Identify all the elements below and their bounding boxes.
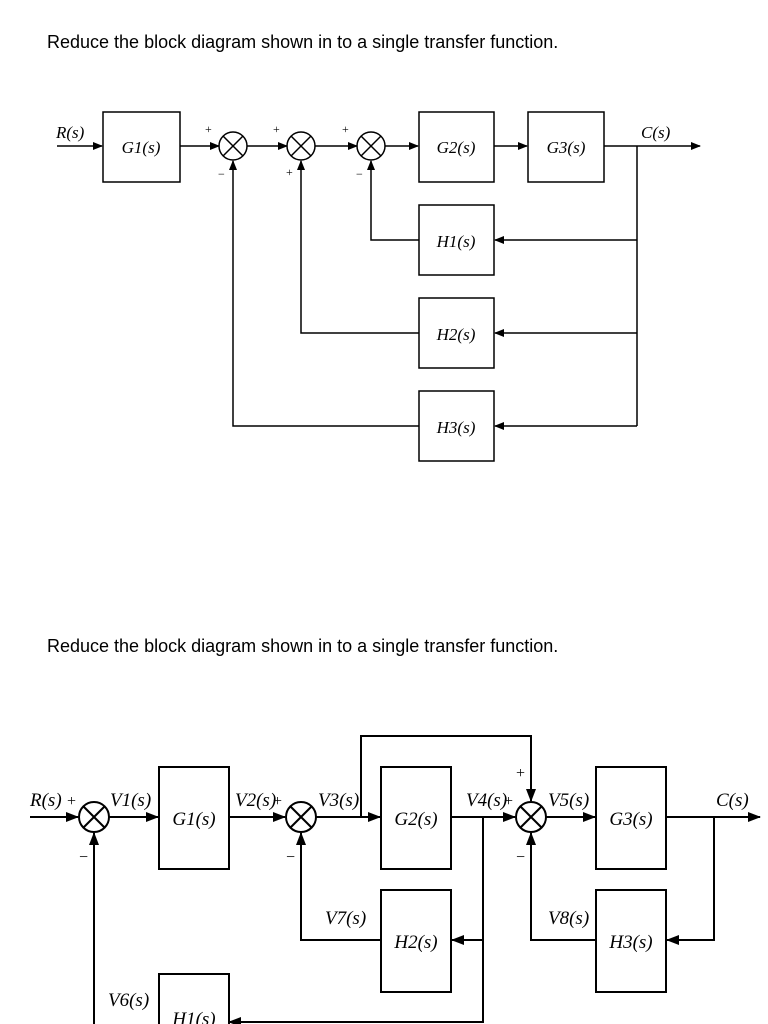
- d2-v6-label: V6(s): [108, 990, 149, 1011]
- d1-sum2-sign-in: +: [273, 122, 280, 136]
- d2-sum3-sign-ff: +: [516, 765, 525, 782]
- d1-h1-label: H1(s): [436, 232, 476, 251]
- d2-h2-label: H2(s): [393, 932, 437, 953]
- d2-v5-label: V5(s): [548, 790, 589, 811]
- d1-h2-label: H2(s): [436, 325, 476, 344]
- d2-h1-label: H1(s): [171, 1009, 215, 1024]
- d1-g2-label: G2(s): [437, 138, 476, 157]
- problem-2-prompt: Reduce the block diagram shown in to a s…: [47, 636, 559, 656]
- d2-v8-label: V8(s): [548, 908, 589, 929]
- d2-sum1-sign-fb: −: [79, 849, 88, 866]
- d1-input-label: R(s): [55, 123, 85, 142]
- d1-sum2-sign-fb: +: [286, 165, 293, 179]
- d1-h3-label: H3(s): [436, 418, 476, 437]
- d1-output-label: C(s): [641, 123, 671, 142]
- d2-v3-label: V3(s): [318, 790, 359, 811]
- d1-sum3-sign-in: +: [342, 122, 349, 136]
- d2-g2-label: G2(s): [394, 809, 437, 830]
- d1-block-g3: [527, 111, 605, 183]
- d2-g3-label: G3(s): [609, 809, 652, 830]
- problem-1-prompt: Reduce the block diagram shown in to a s…: [47, 32, 559, 52]
- d1-sum1-sign-in: +: [205, 122, 212, 136]
- diagram-1: [57, 111, 701, 462]
- d2-sum2-sign-fb: −: [286, 849, 295, 866]
- d2-sum1-sign-in: +: [67, 793, 76, 810]
- d2-sum3-sign-in: +: [504, 793, 513, 810]
- d2-feedforward-path: [360, 735, 536, 817]
- d2-v4-label: V4(s): [466, 790, 507, 811]
- d2-block-h1: [158, 973, 230, 1024]
- d2-h3-label: H3(s): [608, 932, 652, 953]
- diagram-2: [30, 735, 761, 1024]
- d2-sum2-sign-in: +: [273, 793, 282, 810]
- d2-v1-label: V1(s): [110, 790, 151, 811]
- d2-input-label: R(s): [29, 790, 62, 811]
- d2-sum3-sign-fb: −: [516, 849, 525, 866]
- d1-sum3-sign-fb: −: [356, 167, 363, 181]
- d2-output-label: C(s): [716, 790, 749, 811]
- d1-sum1-sign-fb: −: [218, 167, 225, 181]
- d1-block-g1: [102, 111, 181, 183]
- d1-g3-label: G3(s): [547, 138, 586, 157]
- d1-block-g2: [418, 111, 495, 183]
- d2-v2-label: V2(s): [235, 790, 276, 811]
- d2-v7-label: V7(s): [325, 908, 366, 929]
- d1-g1-label: G1(s): [122, 138, 161, 157]
- d2-g1-label: G1(s): [172, 809, 215, 830]
